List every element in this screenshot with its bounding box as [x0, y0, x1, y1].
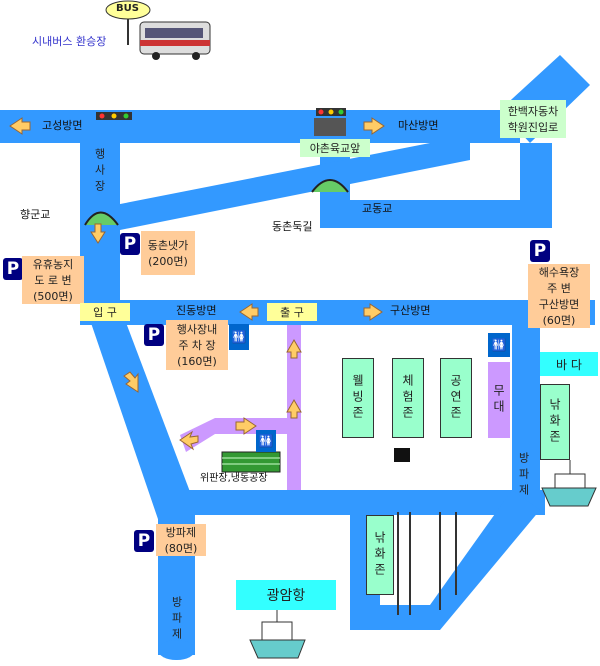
road-gyodong [324, 200, 552, 228]
zone-stage: 무대 [488, 362, 510, 438]
restroom-icon-3: 🚻 [488, 333, 510, 357]
entrance-label: 입 구 [80, 303, 130, 321]
road-right-breakwater [512, 320, 540, 510]
parking-haesu: 해수욕장 주 변 구산방면 (60면) [528, 264, 590, 328]
arrow-goseong [9, 117, 31, 135]
arrow-jindong [239, 303, 259, 321]
arrow-up-2 [286, 399, 302, 419]
arrow-entrance-diag [123, 371, 139, 393]
arrow-gusan [363, 303, 383, 321]
road-label-jindong: 진동방면 [176, 304, 217, 317]
road-label-goseong: 고성방면 [42, 119, 83, 132]
road-dukgil [115, 143, 470, 230]
fish-market-building-icon [221, 451, 281, 473]
parking-icon-yuhyu: P [3, 258, 23, 280]
parking-dongchon: 동촌냇가 (200면) [141, 231, 195, 275]
road-label-masan: 마산방면 [398, 119, 439, 132]
road-label-bangpaje-bottom: 방파제 [170, 596, 183, 644]
parking-icon-event: P [144, 324, 164, 346]
direction-arrows [9, 117, 385, 451]
parking-bangpaje: 방파제 (80면) [156, 524, 206, 556]
zone-welcome: 웰빙존 [342, 358, 374, 438]
traffic-lights [96, 108, 346, 136]
zone-fishing-pier: 낚화존 [366, 515, 394, 595]
parking-icon-dongchon: P [120, 233, 140, 255]
overpass-icon [314, 118, 346, 136]
bridge-gyodong-icon [311, 179, 349, 193]
road-label-bangpaje-right: 방파제 [517, 452, 530, 500]
bus-terminal-label: 시내버스 환승장 [32, 35, 107, 48]
road-bottom [160, 490, 545, 515]
bridge-hyanggun-icon [84, 211, 119, 226]
pier-lines [397, 512, 457, 615]
ship-icon-right [541, 460, 597, 507]
road-label-dukgil: 동촌둑길 [272, 220, 313, 233]
restroom-icon-1: 🚻 [229, 324, 249, 350]
arrow-up-1 [286, 339, 302, 359]
restroom-icon-2: 🚻 [256, 430, 276, 452]
bus-icon [105, 0, 211, 60]
road-pier-diagonal [350, 490, 540, 630]
parking-yuhyu: 유휴농지 도 로 변 (500면) [22, 256, 84, 304]
zone-performance: 공연존 [440, 358, 472, 438]
yachon-school-label: 야촌육교앞 [300, 139, 370, 157]
arrow-right-walk [235, 417, 257, 435]
road-label-gusan: 구산방면 [390, 304, 431, 317]
gwangamhang-label: 광암항 [236, 580, 336, 610]
road-middle [80, 300, 595, 325]
parking-icon-haesu: P [530, 240, 550, 262]
parking-icon-bangpaje: P [134, 530, 154, 552]
ship-icon-bottom [249, 608, 306, 659]
fish-market-label: 위판장,냉동공장 [200, 473, 268, 484]
parking-event: 행사장내 주 차 장 (160면) [166, 320, 228, 370]
sea-label: 바 다 [540, 352, 598, 376]
arrow-masan [363, 117, 385, 135]
zone-experience: 체험존 [392, 358, 424, 438]
road-label-hangsa: 행사장 [93, 148, 106, 196]
road-entrance-diagonal [90, 320, 195, 525]
arrow-diag-walk [179, 430, 199, 451]
hanbaek-label: 한백자동차 학원진입로 [500, 100, 566, 138]
bus-sign-text: BUS [116, 3, 139, 14]
bridges [84, 179, 349, 226]
zone-fishing-right: 낚화존 [540, 384, 570, 460]
exit-label: 출 구 [267, 303, 317, 321]
road-label-hyanggungyo: 향군교 [20, 208, 51, 221]
arrow-hangsa [90, 223, 106, 244]
road-label-gyodonggyo: 교동교 [362, 202, 393, 215]
info-sign-icon [394, 448, 410, 462]
